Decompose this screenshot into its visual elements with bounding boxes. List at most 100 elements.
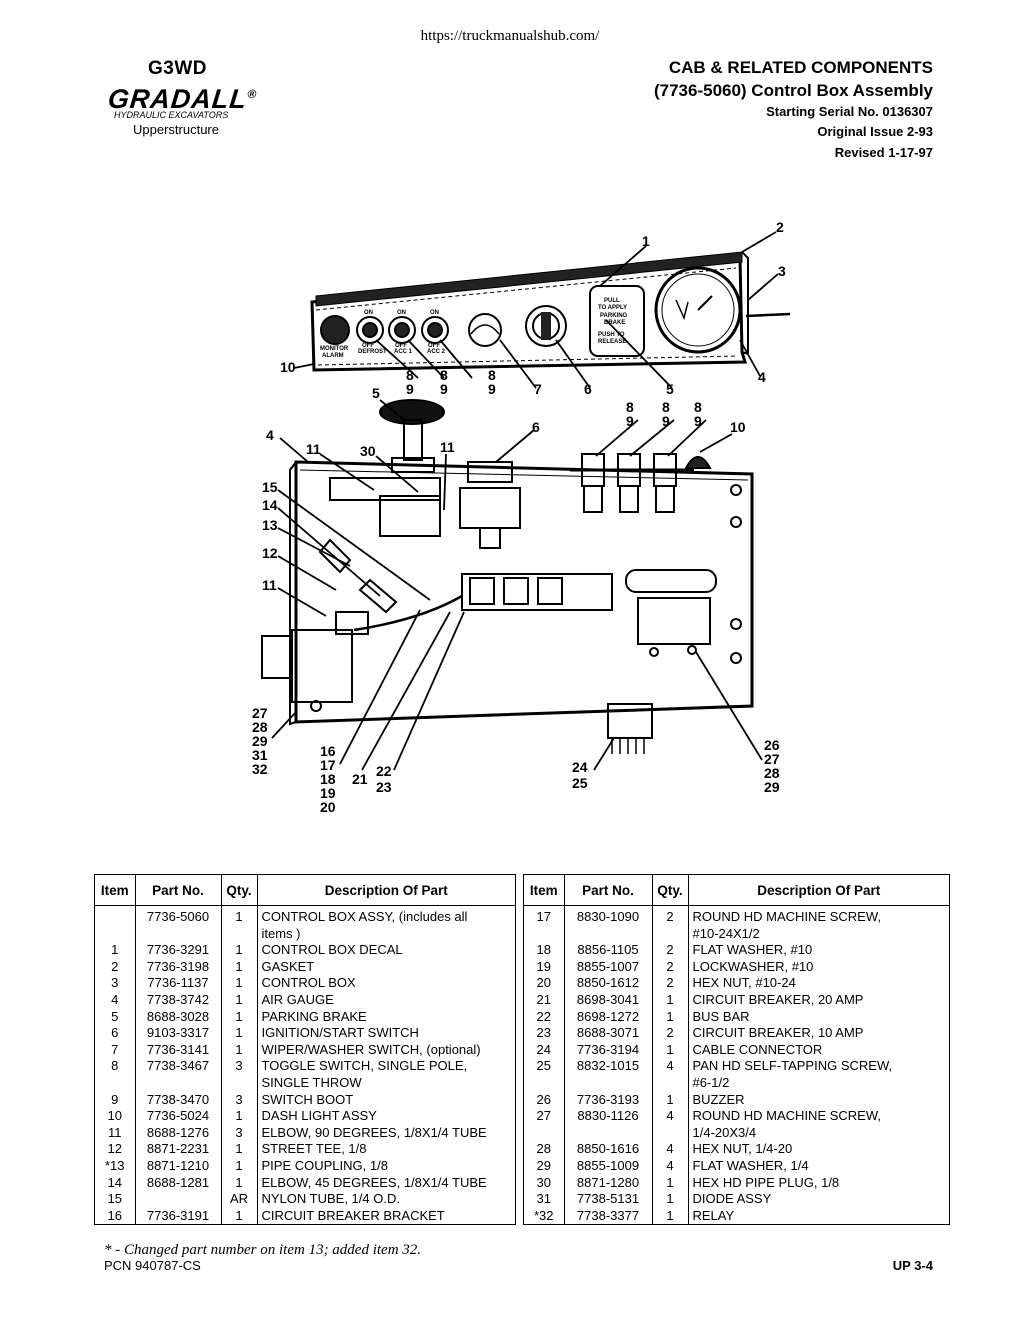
callout-5: 5 xyxy=(666,381,674,397)
cell-description: LOCKWASHER, #10 xyxy=(688,959,949,976)
callout-29a: 29 xyxy=(252,733,268,749)
cell-item: 24 xyxy=(524,1041,565,1059)
callout-8c: 8 xyxy=(488,367,496,383)
callout-10a: 10 xyxy=(280,359,296,375)
cell-description: IGNITION/START SWITCH xyxy=(257,1025,515,1042)
cell-qty: 1 xyxy=(652,1041,689,1059)
cell-qty: 2 xyxy=(652,975,689,992)
callout-27a: 27 xyxy=(252,705,268,721)
description-line: PAN HD SELF-TAPPING SCREW, xyxy=(692,1058,893,1074)
cell-item: 21 xyxy=(524,991,565,1009)
callout-20: 20 xyxy=(320,799,336,815)
cell-description: CIRCUIT BREAKER, 20 AMP xyxy=(688,992,949,1009)
cell-item: 12 xyxy=(95,1141,136,1158)
cell-description: DIODE ASSY xyxy=(688,1191,949,1208)
mounting-holes xyxy=(310,484,742,712)
cell-qty: 1 xyxy=(221,975,258,992)
cell-description: FLAT WASHER, 1/4 xyxy=(688,1158,949,1175)
cell-description: GASKET xyxy=(257,959,515,976)
col-qty: Qty. xyxy=(221,875,258,906)
cell-part-no: 7736-5024 xyxy=(135,1108,222,1125)
description-line: AIR GAUGE xyxy=(261,991,334,1007)
parking-brake-valve xyxy=(329,399,445,537)
cell-description: ROUND HD MACHINE SCREW,#10-24X1/2 xyxy=(688,906,949,943)
cell-item: 17 xyxy=(524,905,565,943)
cell-item: 23 xyxy=(524,1025,565,1042)
callout-8a: 8 xyxy=(406,367,414,383)
cell-part-no: 8830-1090 xyxy=(564,905,653,943)
source-url[interactable]: https://truckmanualshub.com/ xyxy=(420,28,600,44)
cell-qty: 4 xyxy=(652,1141,689,1158)
label-to-apply: TO APPLY xyxy=(598,305,627,311)
cell-part-no: 8688-3071 xyxy=(564,1025,653,1042)
bus-bar xyxy=(461,573,613,611)
description-line: ELBOW, 45 DEGREES, 1/8X1/4 TUBE xyxy=(261,1174,487,1190)
wiper-switch xyxy=(468,313,502,347)
page-number: UP 3-4 xyxy=(892,1258,933,1273)
label-parking: PARKING xyxy=(600,313,628,319)
callout-9d: 9 xyxy=(626,413,634,429)
callout-5b: 5 xyxy=(372,385,380,401)
cell-qty: 1 xyxy=(221,958,258,976)
label-monitor: MONITOR xyxy=(320,346,349,352)
callout-27b: 27 xyxy=(764,751,780,767)
cell-item: 8 xyxy=(95,1058,136,1092)
description-line: BUZZER xyxy=(692,1091,745,1107)
cell-qty: 1 xyxy=(652,991,689,1009)
change-note: * - Changed part number on item 13; adde… xyxy=(104,1242,422,1258)
callout-13: 13 xyxy=(262,517,278,533)
cell-part-no: 8688-3028 xyxy=(135,1008,222,1026)
cell-part-no: 9103-3317 xyxy=(135,1025,222,1042)
callout-15: 15 xyxy=(262,479,278,495)
callout-8e: 8 xyxy=(662,399,670,415)
cell-item: 2 xyxy=(95,958,136,976)
defrost-switch xyxy=(356,316,384,344)
description-line: HEX NUT, 1/4-20 xyxy=(692,1141,793,1157)
callout-9a: 9 xyxy=(406,381,414,397)
callout-9f: 9 xyxy=(694,413,702,429)
description-line: CIRCUIT BREAKER, 10 AMP xyxy=(692,1025,864,1041)
cell-description: TOGGLE SWITCH, SINGLE POLE,SINGLE THROW xyxy=(257,1058,515,1091)
description-line: CABLE CONNECTOR xyxy=(692,1041,823,1057)
cell-qty: 1 xyxy=(221,905,258,943)
callout-16: 16 xyxy=(320,743,336,759)
cell-part-no: 7738-3470 xyxy=(135,1091,222,1109)
original-issue: Original Issue 2-93 xyxy=(817,124,933,139)
description-line: CIRCUIT BREAKER BRACKET xyxy=(261,1207,445,1223)
cell-part-no: 8871-1210 xyxy=(135,1157,222,1175)
cell-qty: 2 xyxy=(652,905,689,943)
monitor-alarm-switch xyxy=(320,315,350,345)
cell-part-no: 8698-3041 xyxy=(564,991,653,1009)
description-line: BUS BAR xyxy=(692,1008,750,1024)
callout-24: 24 xyxy=(572,759,588,775)
section-name: Upperstructure xyxy=(133,122,219,137)
callout-17: 17 xyxy=(320,757,336,773)
description-line-2: #6-1/2 xyxy=(692,1074,730,1090)
label-defrost: DEFROST xyxy=(358,349,387,355)
label-release: RELEASE xyxy=(598,339,626,345)
cell-item: 7 xyxy=(95,1041,136,1059)
description-line: ROUND HD MACHINE SCREW, xyxy=(692,909,882,924)
description-line: PARKING BRAKE xyxy=(261,1008,367,1024)
model-name: G3WD xyxy=(148,58,207,79)
parking-brake-decal xyxy=(589,285,645,357)
page-subtitle: (7736-5060) Control Box Assembly xyxy=(653,81,933,100)
description-line-2: SINGLE THROW xyxy=(261,1074,362,1090)
buzzer xyxy=(261,629,353,703)
cell-item: 11 xyxy=(95,1124,136,1142)
cell-item: 19 xyxy=(524,958,565,976)
cell-item: 9 xyxy=(95,1091,136,1109)
callout-6: 6 xyxy=(584,381,592,397)
callout-32: 32 xyxy=(252,761,268,777)
cell-description: HEX HD PIPE PLUG, 1/8 xyxy=(688,1175,949,1192)
cell-item: 29 xyxy=(524,1157,565,1175)
